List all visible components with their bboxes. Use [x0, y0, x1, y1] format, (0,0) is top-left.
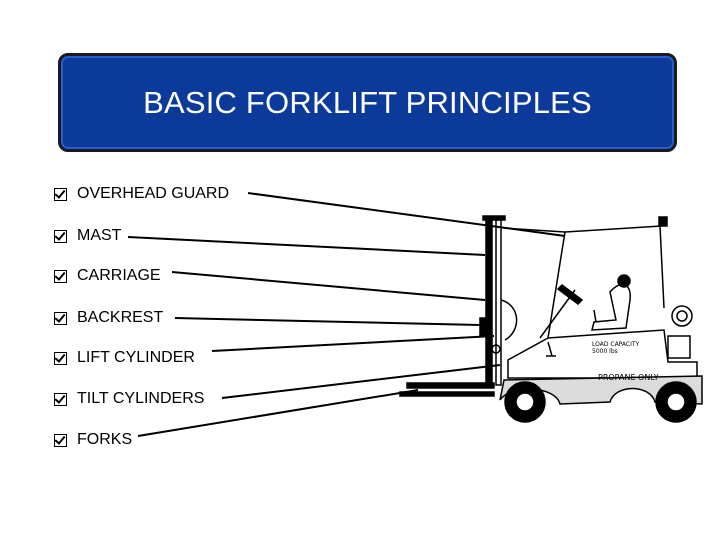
carriage-roller [491, 344, 501, 354]
leader-backrest [174, 317, 481, 326]
steering-wheel [556, 284, 584, 305]
rear-hub [666, 392, 686, 412]
forklift-illustration [399, 215, 703, 423]
item-overhead-guard: OVERHEAD GUARD [54, 184, 229, 204]
mast-top [482, 215, 506, 221]
item-label: FORKS [77, 431, 133, 448]
carriage-block [479, 317, 486, 337]
front-hub [515, 392, 535, 412]
leader-tilt-cylinders [221, 364, 501, 399]
leader-mast [127, 236, 486, 256]
guard-rear-post [659, 225, 665, 309]
fork-upper [406, 382, 495, 389]
load-capacity-value: 5000 lbs [592, 348, 618, 355]
lift-cylinder-mark [546, 341, 556, 357]
mast-front-rail [485, 219, 493, 386]
item-backrest: BACKREST [54, 308, 163, 328]
leader-lines [127, 192, 566, 437]
checkbox-checked-icon [54, 433, 67, 447]
item-label: OVERHEAD GUARD [77, 185, 230, 202]
leader-overhead-guard [247, 192, 566, 237]
leader-carriage [171, 271, 486, 301]
fork-lower [399, 391, 495, 397]
checkbox-checked-icon [54, 311, 67, 325]
backrest [500, 299, 518, 341]
fuel-label: PROPANE ONLY [598, 373, 659, 382]
checkbox-checked-icon [54, 269, 67, 283]
page-title: BASIC FORKLIFT PRINCIPLES [143, 84, 592, 120]
leader-forks [137, 389, 419, 437]
truck-body [507, 329, 698, 379]
propane-tank-icon [671, 305, 693, 327]
item-label: BACKREST [77, 309, 164, 326]
checkbox-checked-icon [54, 351, 67, 365]
item-label: TILT CYLINDERS [77, 390, 205, 407]
item-forks: FORKS [54, 430, 132, 450]
item-tilt-cylinders: TILT CYLINDERS [54, 389, 204, 409]
item-label: LIFT CYLINDER [77, 349, 195, 366]
warning-light-icon [658, 216, 668, 227]
checkbox-checked-icon [54, 229, 67, 243]
item-label: MAST [77, 227, 122, 244]
checkbox-checked-icon [54, 392, 67, 406]
load-capacity-label: LOAD CAPACITY [592, 341, 640, 348]
propane-valve-icon [676, 310, 688, 322]
item-lift-cylinder: LIFT CYLINDER [54, 348, 195, 368]
item-carriage: CARRIAGE [54, 266, 161, 286]
leader-lift-cylinder [211, 335, 495, 352]
seat-head-rest [617, 274, 631, 288]
title-banner: BASIC FORKLIFT PRINCIPLES [58, 53, 677, 152]
guard-front-post [547, 231, 566, 339]
side-panel [667, 335, 691, 359]
item-mast: MAST [54, 226, 121, 246]
item-label: CARRIAGE [77, 267, 161, 284]
operator-seat [591, 283, 631, 331]
checkbox-checked-icon [54, 187, 67, 201]
control-lever [593, 309, 597, 323]
mast-rear-rail [495, 219, 502, 386]
